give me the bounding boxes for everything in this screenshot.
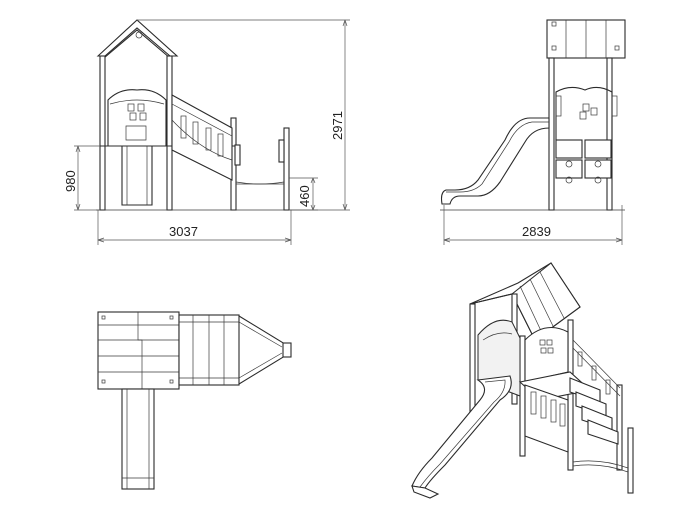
deck-height-label: 980 xyxy=(63,170,78,192)
isometric-view xyxy=(411,262,634,499)
top-view xyxy=(97,311,292,490)
step-height-label: 460 xyxy=(297,185,312,207)
side-view: 2839 xyxy=(440,19,626,245)
front-width-label: 3037 xyxy=(169,224,198,239)
front-view: 3037 2971 980 460 xyxy=(63,19,350,245)
front-height-label: 2971 xyxy=(330,111,345,140)
side-width-label: 2839 xyxy=(522,224,551,239)
